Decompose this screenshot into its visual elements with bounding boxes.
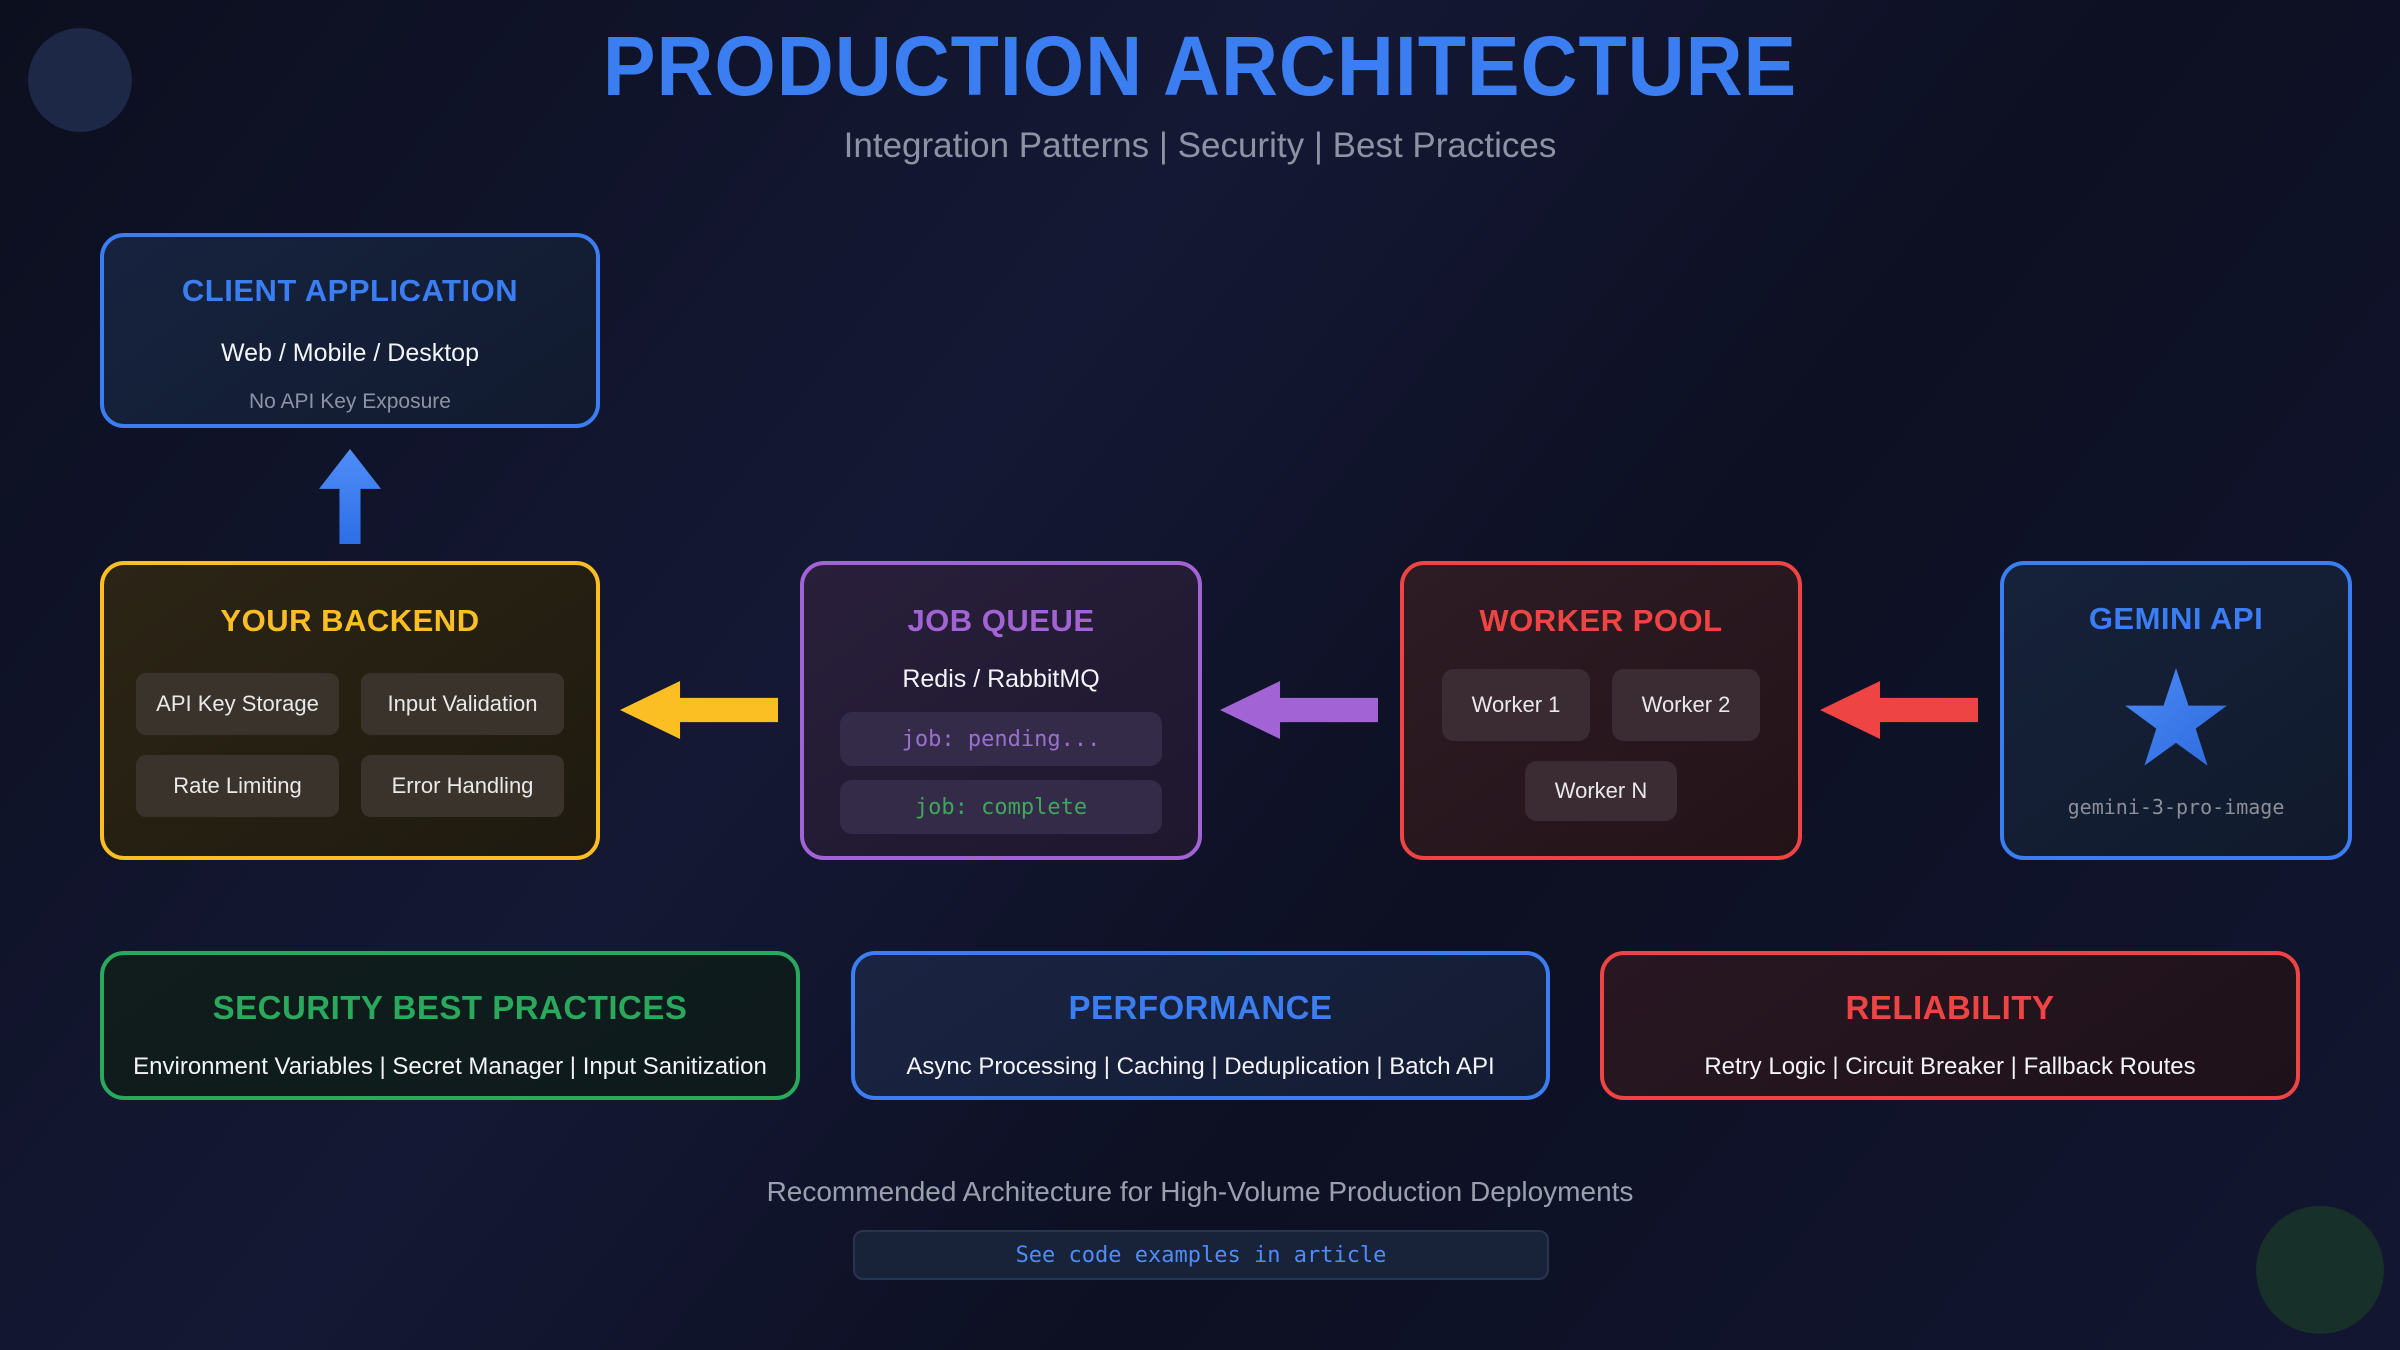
- backend-chip-rate-limiting: Rate Limiting: [136, 755, 339, 817]
- worker-row: Worker 1 Worker 2: [1442, 669, 1760, 741]
- performance-box: PERFORMANCE Async Processing | Caching |…: [851, 951, 1550, 1100]
- decorative-circle-top-left: [28, 28, 132, 132]
- security-body: Environment Variables | Secret Manager |…: [133, 1053, 767, 1080]
- gemini-api-box: GEMINI API gemini-3-pro-image: [2000, 561, 2352, 860]
- worker-pool-title: WORKER POOL: [1479, 603, 1723, 638]
- worker-chip-n: Worker N: [1525, 761, 1677, 821]
- performance-title: PERFORMANCE: [1068, 989, 1333, 1026]
- your-backend-box: YOUR BACKEND API Key Storage Input Valid…: [100, 561, 600, 860]
- see-code-examples-button[interactable]: See code examples in article: [853, 1230, 1549, 1280]
- client-application-box: CLIENT APPLICATION Web / Mobile / Deskto…: [100, 233, 600, 428]
- worker-chip-2: Worker 2: [1612, 669, 1760, 741]
- page-title: PRODUCTION ARCHITECTURE: [602, 19, 1798, 113]
- worker-chip-1: Worker 1: [1442, 669, 1590, 741]
- performance-body: Async Processing | Caching | Deduplicati…: [906, 1053, 1495, 1080]
- job-queue-box: JOB QUEUE Redis / RabbitMQ job: pending.…: [800, 561, 1202, 860]
- gemini-model-label: gemini-3-pro-image: [2067, 795, 2285, 819]
- arrow-left-yellow-icon: [620, 681, 778, 739]
- client-platforms-text: Web / Mobile / Desktop: [221, 339, 479, 367]
- backend-chip-api-key-storage: API Key Storage: [136, 673, 339, 735]
- arrow-left-red-icon: [1820, 681, 1978, 739]
- arrow-up-icon: [319, 449, 381, 544]
- job-queue-title: JOB QUEUE: [907, 603, 1095, 638]
- your-backend-title: YOUR BACKEND: [220, 603, 480, 638]
- job-status-complete: job: complete: [840, 780, 1162, 834]
- security-title: SECURITY BEST PRACTICES: [212, 989, 688, 1026]
- star-icon: [2123, 655, 2229, 781]
- client-note-text: No API Key Exposure: [249, 390, 451, 413]
- worker-pool-box: WORKER POOL Worker 1 Worker 2 Worker N: [1400, 561, 1802, 860]
- client-application-title: CLIENT APPLICATION: [181, 273, 519, 308]
- decorative-circle-bottom-right: [2256, 1206, 2384, 1334]
- backend-chip-error-handling: Error Handling: [361, 755, 564, 817]
- reliability-box: RELIABILITY Retry Logic | Circuit Breake…: [1600, 951, 2300, 1100]
- job-status-pending: job: pending...: [840, 712, 1162, 766]
- backend-chip-input-validation: Input Validation: [361, 673, 564, 735]
- job-queue-subtitle: Redis / RabbitMQ: [902, 665, 1100, 693]
- backend-chip-grid: API Key Storage Input Validation Rate Li…: [136, 673, 564, 817]
- reliability-title: RELIABILITY: [1845, 989, 2055, 1026]
- reliability-body: Retry Logic | Circuit Breaker | Fallback…: [1704, 1053, 2196, 1080]
- security-best-practices-box: SECURITY BEST PRACTICES Environment Vari…: [100, 951, 800, 1100]
- footer-note: Recommended Architecture for High-Volume…: [766, 1176, 1634, 1207]
- arrow-left-purple-icon: [1220, 681, 1378, 739]
- page-subtitle: Integration Patterns | Security | Best P…: [843, 126, 1557, 165]
- gemini-api-title: GEMINI API: [2088, 601, 2264, 636]
